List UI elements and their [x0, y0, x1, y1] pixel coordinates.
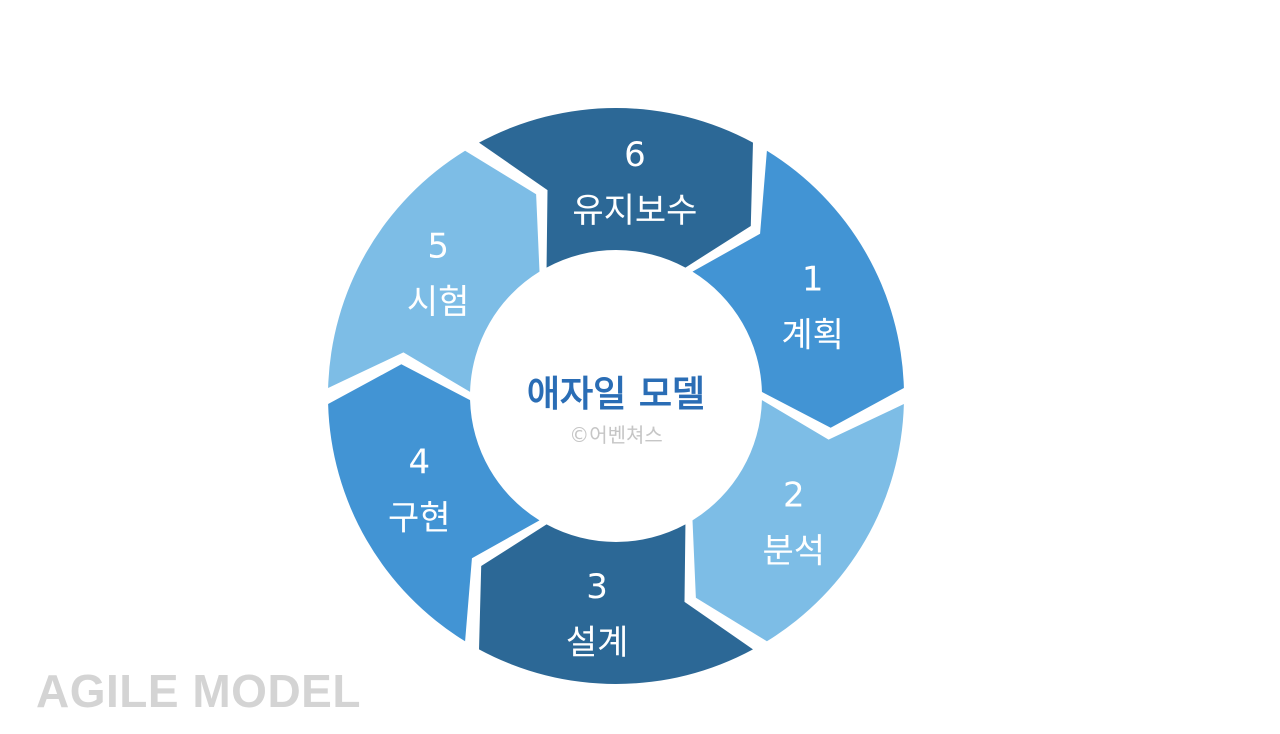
segment-number-1: 1	[802, 259, 824, 299]
watermark-title: AGILE MODEL	[36, 665, 361, 717]
segment-number-5: 5	[427, 227, 449, 267]
cycle-segment-1	[692, 150, 904, 428]
segment-label-3: 설계	[566, 623, 629, 663]
center-title: 애자일 모델	[527, 374, 705, 415]
cycle-segment-5	[328, 150, 540, 392]
segment-label-2: 분석	[763, 532, 826, 572]
segment-label-4: 구현	[388, 499, 451, 539]
cycle-segment-2	[692, 400, 904, 642]
segment-label-1: 계획	[781, 315, 844, 355]
segment-label-5: 시험	[407, 283, 470, 323]
segment-label-6: 유지보수	[572, 191, 697, 231]
cycle-segment-4	[328, 364, 540, 642]
segment-number-6: 6	[624, 135, 646, 175]
segment-number-3: 3	[586, 567, 608, 607]
cycle-segment-6	[479, 107, 753, 268]
cycle-segments	[328, 107, 904, 685]
cycle-segment-3	[479, 524, 753, 685]
segment-number-2: 2	[783, 476, 805, 516]
cycle-labels: 1 계획 2 분석 3 설계 4 구현 5 시험 6 유지보수	[388, 135, 844, 663]
segment-number-4: 4	[408, 443, 430, 483]
center-credit: ©어벤쳐스	[569, 423, 663, 447]
